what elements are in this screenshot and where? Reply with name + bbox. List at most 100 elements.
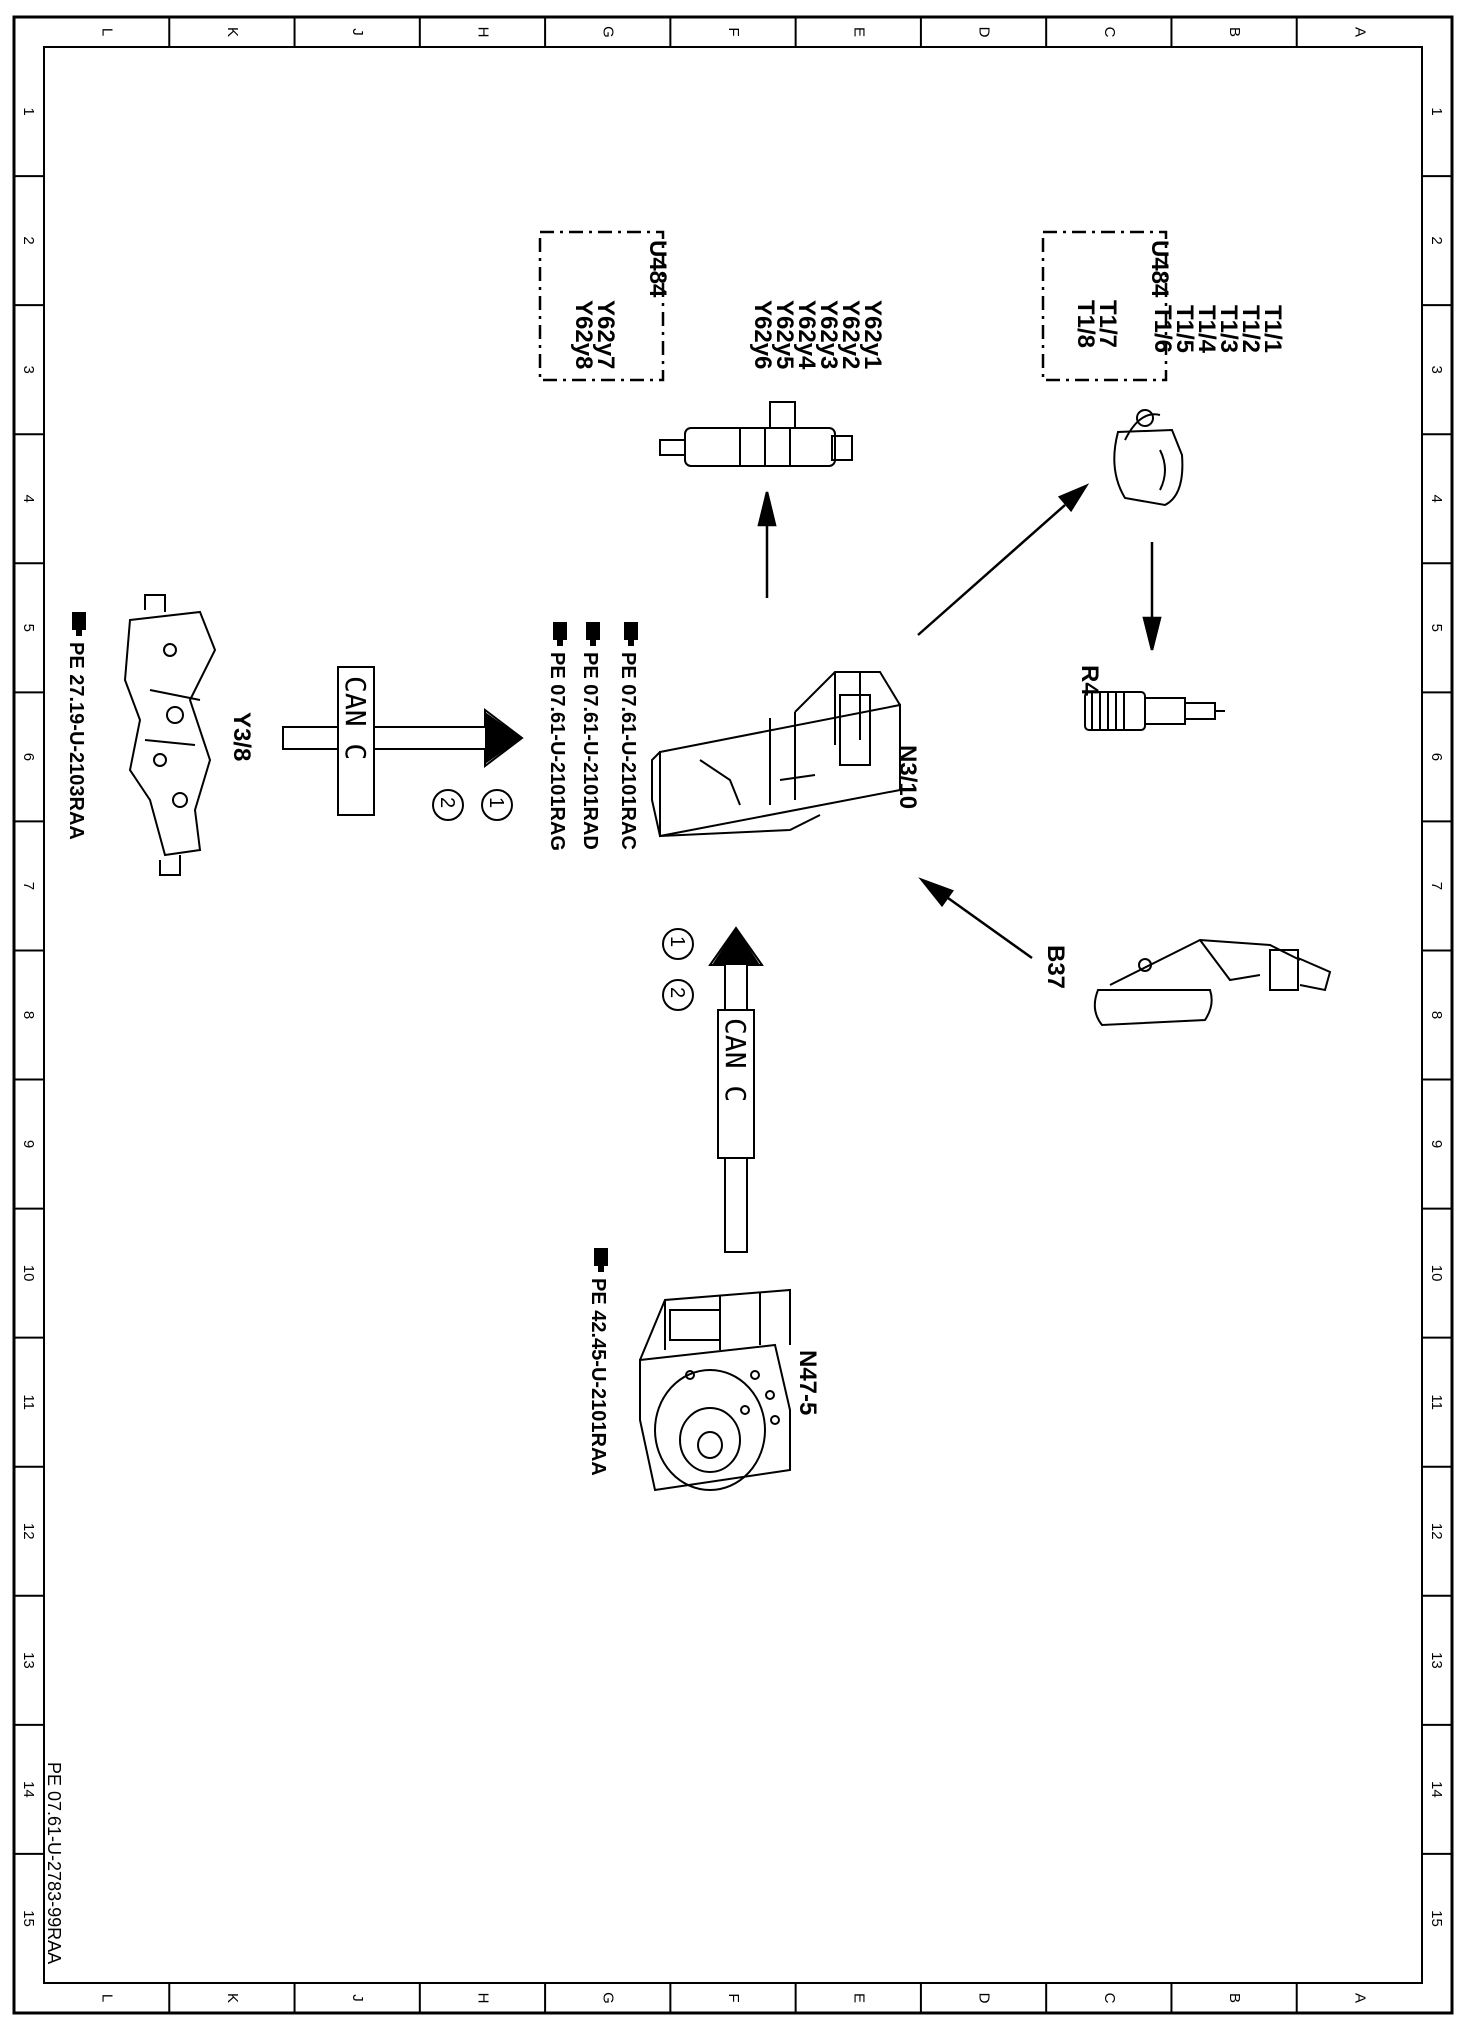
- y62-label-list: Y62y1 Y62y2 Y62y3 Y62y4 Y62y5 Y62y6: [749, 300, 886, 370]
- grid-row-label: 13: [1428, 1652, 1445, 1669]
- arrow-head: [1057, 483, 1090, 513]
- grid-row-label: 6: [1428, 753, 1445, 761]
- n3-10-reference-list: PE 07.61-U-2101RAC PE 07.61-U-2101RAD PE…: [546, 622, 639, 851]
- grid-row-label: 14: [20, 1781, 37, 1798]
- can-marker-1: 1: [662, 928, 694, 960]
- grid-row-label: 10: [1428, 1265, 1445, 1282]
- r4-spark-plug-drawing: [1084, 691, 1225, 731]
- pointing-hand-icon: [594, 1248, 608, 1272]
- t1-label: T1/3: [1215, 305, 1242, 353]
- t1-label: T1/4: [1193, 305, 1220, 354]
- reference-text: PE 07.61-U-2101RAD: [579, 652, 601, 850]
- t1-label-list: T1/1 T1/2 T1/3 T1/4 T1/5 T1/6: [1149, 305, 1286, 354]
- y62-label: Y62y5: [771, 300, 798, 369]
- t1-box-label: T1/7: [1094, 300, 1121, 348]
- t1-label: T1/1: [1259, 305, 1286, 353]
- n47-5-label: N47-5: [794, 1350, 821, 1415]
- arrow-head: [918, 877, 954, 908]
- y62-label: Y62y6: [749, 300, 776, 369]
- grid-column-label: K: [224, 1993, 241, 2003]
- marker-number: 2: [666, 987, 688, 998]
- y62-label: Y62y3: [815, 300, 842, 369]
- y3-8-transmission-control-drawing: [123, 594, 217, 876]
- grid-column-label: A: [1351, 27, 1368, 37]
- can-marker-2: 2: [432, 789, 464, 821]
- grid-row-label: 4: [20, 495, 37, 503]
- grid-column-label: L: [99, 1994, 116, 2002]
- grid-column-label: L: [99, 28, 116, 36]
- grid-row-label: 9: [1428, 1140, 1445, 1148]
- grid-row-label: 12: [20, 1523, 37, 1540]
- grid-row-label: 8: [1428, 1011, 1445, 1019]
- marker-number: 1: [485, 797, 507, 808]
- b37-label: B37: [1042, 945, 1069, 989]
- n3-10-control-unit-drawing: [651, 671, 901, 838]
- grid-column-label: E: [850, 27, 867, 37]
- reference-text: PE 42.45-U-2101RAA: [587, 1278, 609, 1476]
- grid-row-label: 3: [1428, 365, 1445, 373]
- grid-column-label: C: [1101, 1993, 1118, 2004]
- marker-number: 1: [666, 936, 688, 947]
- can-marker-2: 2: [662, 979, 694, 1011]
- marker-number: 2: [436, 797, 458, 808]
- grid-row-label: 2: [20, 236, 37, 244]
- grid-row-label: 11: [1428, 1394, 1445, 1410]
- reference-text: PE 07.61-U-2101RAG: [546, 652, 568, 851]
- can-c-label: CAN C: [719, 1018, 752, 1102]
- inner-border: [43, 46, 1423, 1984]
- document-id: PE 07.61-U-2783-99RAA: [44, 1762, 64, 1964]
- grid-column-label: K: [224, 27, 241, 37]
- t1-box-label: T1/8: [1072, 300, 1099, 348]
- grid-row-label: 5: [1428, 624, 1445, 632]
- grid-column-label: H: [474, 1993, 491, 2004]
- grid-column-label: D: [976, 1993, 993, 2004]
- arrow-from-b37: [947, 896, 1033, 960]
- can-marker-1: 1: [481, 789, 513, 821]
- y62-label: Y62y4: [793, 300, 820, 370]
- y62-box-label: Y62y8: [570, 300, 597, 369]
- y62-box-label: Y62y7: [592, 300, 619, 369]
- grid-column-label: E: [850, 1993, 867, 2003]
- reference-text: PE 07.61-U-2101RAC: [617, 652, 639, 850]
- signal-arrows: [757, 483, 1162, 960]
- grid-row-label: 15: [20, 1910, 37, 1927]
- grid-row-label: 5: [20, 624, 37, 632]
- grid-row-label: 1: [20, 107, 37, 115]
- grid-row-label: 9: [20, 1140, 37, 1148]
- grid-row-label: 10: [20, 1265, 37, 1282]
- grid-row-label: 2: [1428, 236, 1445, 244]
- pointing-hand-icon: [553, 622, 567, 646]
- grid-column-label: B: [1226, 1993, 1243, 2003]
- t1-label: T1/2: [1237, 305, 1264, 353]
- y62-label: Y62y1: [859, 300, 886, 369]
- n3-10-label: N3/10: [894, 745, 921, 809]
- b37-pedal-sensor-drawing: [1093, 938, 1332, 1027]
- reference-text: PE 27.19-U-2103RAA: [65, 642, 87, 840]
- arrow-head: [1142, 616, 1162, 651]
- grid-column-label: H: [474, 27, 491, 38]
- grid-row-label: 8: [20, 1011, 37, 1019]
- outer-frame: [12, 15, 1454, 2015]
- grid-row-label: 11: [20, 1394, 37, 1410]
- grid-column-label: C: [1101, 27, 1118, 38]
- grid-row-label: 7: [1428, 882, 1445, 890]
- y3-8-reference: PE 27.19-U-2103RAA: [65, 612, 87, 840]
- grid-row-label: 12: [1428, 1523, 1445, 1540]
- can-c-link-y3-8: CAN C 1 2: [282, 666, 524, 821]
- grid-row-label: 15: [1428, 1910, 1445, 1927]
- t1-label: T1/6: [1149, 305, 1176, 353]
- arrow-to-t1: [917, 504, 1066, 636]
- y62-injector-drawing: [659, 401, 853, 467]
- grid-row-label: 1: [1428, 107, 1445, 115]
- t1-ignition-coil-drawing: [1113, 409, 1184, 507]
- grid-row-label: 7: [20, 882, 37, 890]
- y3-8-label: Y3/8: [228, 712, 255, 761]
- y62-label: Y62y2: [837, 300, 864, 369]
- arrow-head: [757, 491, 777, 527]
- pointing-hand-icon: [586, 622, 600, 646]
- grid-column-label: G: [600, 1992, 617, 2004]
- y62-box-label: U484: [644, 240, 671, 298]
- t1-label: T1/5: [1171, 305, 1198, 353]
